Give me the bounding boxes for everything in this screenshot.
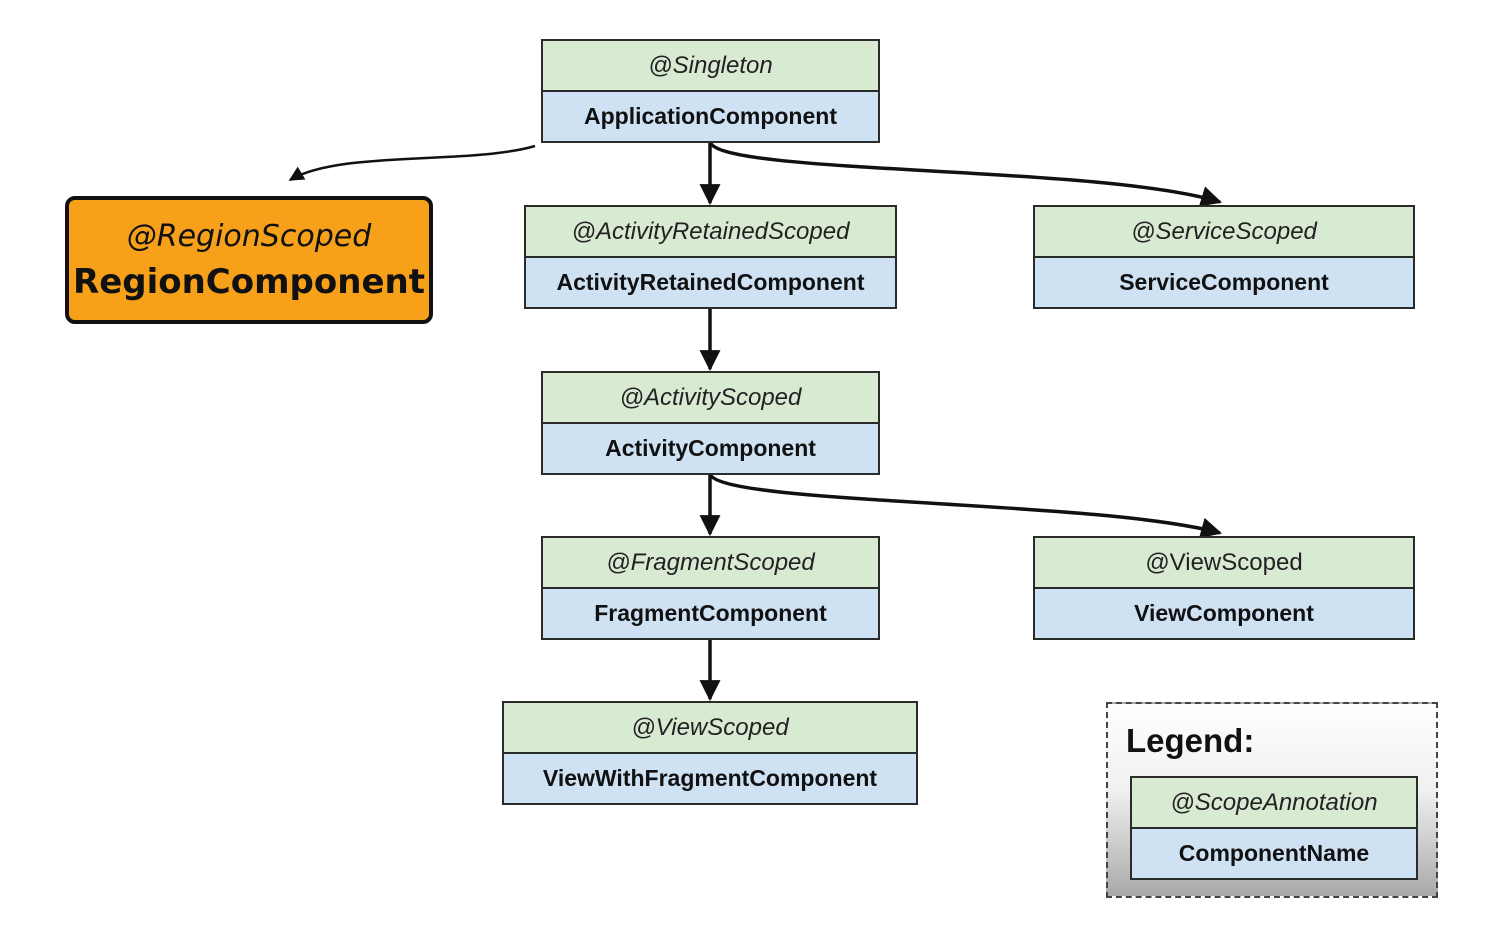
scope-annotation: @Singleton (543, 41, 878, 92)
component-name: ActivityRetainedComponent (526, 258, 895, 307)
view-component-node: @ViewScoped ViewComponent (1033, 536, 1415, 640)
component-name: ActivityComponent (543, 424, 878, 473)
scope-annotation: @ActivityScoped (543, 373, 878, 424)
scope-annotation: @ServiceScoped (1035, 207, 1413, 258)
legend-scope-annotation: @ScopeAnnotation (1132, 778, 1416, 829)
legend-sample-node: @ScopeAnnotation ComponentName (1130, 776, 1418, 880)
view-with-fragment-component-node: @ViewScoped ViewWithFragmentComponent (502, 701, 918, 805)
scope-annotation: @FragmentScoped (543, 538, 878, 589)
component-name: ApplicationComponent (543, 92, 878, 141)
edge-activity-to-view (708, 472, 1223, 539)
region-component-node: @RegionScoped RegionComponent (65, 196, 433, 324)
legend-component-name: ComponentName (1132, 829, 1416, 878)
region-scope-annotation: @RegionScoped (126, 218, 372, 254)
scope-annotation: @ViewScoped (504, 703, 916, 754)
activity-component-node: @ActivityScoped ActivityComponent (541, 371, 880, 475)
edge-application-to-region (288, 144, 536, 182)
component-name: FragmentComponent (543, 589, 878, 638)
legend-title: Legend: (1126, 722, 1255, 759)
application-component-node: @Singleton ApplicationComponent (541, 39, 880, 143)
scope-annotation: @ActivityRetainedScoped (526, 207, 895, 258)
region-component-name: RegionComponent (73, 261, 425, 302)
component-name: ViewComponent (1035, 589, 1413, 638)
component-name: ViewWithFragmentComponent (504, 754, 916, 803)
scope-annotation: @ViewScoped (1035, 538, 1413, 589)
fragment-component-node: @FragmentScoped FragmentComponent (541, 536, 880, 640)
edge-application-to-service (708, 140, 1223, 207)
component-name: ServiceComponent (1035, 258, 1413, 307)
legend: Legend: @ScopeAnnotation ComponentName (1106, 702, 1438, 898)
service-component-node: @ServiceScoped ServiceComponent (1033, 205, 1415, 309)
activity-retained-component-node: @ActivityRetainedScoped ActivityRetained… (524, 205, 897, 309)
